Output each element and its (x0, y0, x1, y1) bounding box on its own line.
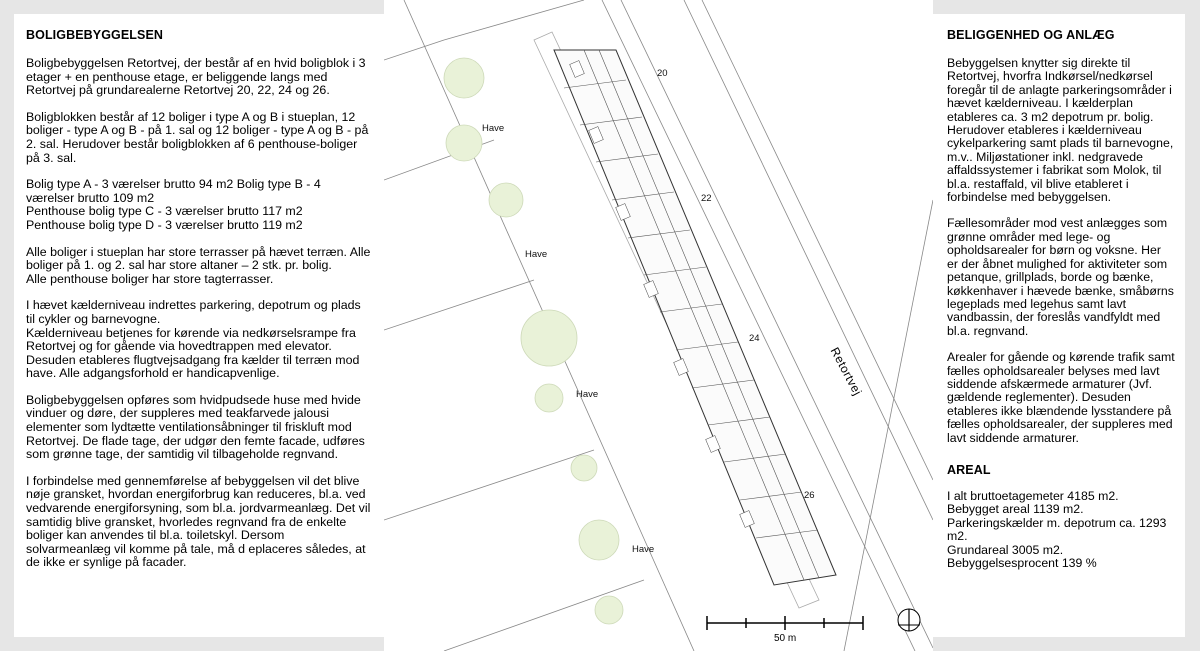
section-heading-beliggenhed: BELIGGENHED OG ANLÆG (947, 28, 1115, 42)
left-paragraph: Boligbebyggelsen opføres som hvidpudsede… (26, 392, 365, 462)
house-number-label: 22 (701, 193, 712, 204)
right-text-panel: BELIGGENHED OG ANLÆG Bebyggelsen knytter… (933, 14, 1185, 637)
building-block (553, 49, 837, 586)
left-paragraph: Alle boliger i stueplan har store terras… (26, 244, 371, 286)
trees (443, 57, 624, 625)
areal-line: Parkeringskælder m. depotrum ca. 1293 m2… (947, 515, 1167, 544)
have-label: Have (576, 389, 599, 400)
right-paragraph: Fællesområder mod vest anlægges som grøn… (947, 216, 1174, 338)
areal-line: Bebyggelsesprocent 139 % (947, 556, 1097, 570)
house-number-label: 20 (657, 68, 668, 79)
have-label: Have (482, 123, 505, 134)
areal-list: I alt bruttoetagemeter 4185 m2. Bebygget… (947, 488, 1175, 570)
areal-line: Grundareal 3005 m2. (947, 542, 1064, 557)
house-number-label: 26 (804, 490, 815, 501)
left-paragraph: Boligblokken består af 12 boliger i type… (26, 109, 369, 165)
areal-line: I alt bruttoetagemeter 4185 m2. (947, 488, 1119, 503)
road-lines (384, 0, 933, 651)
left-paragraph: Boligbebyggelsen Retortvej, der består a… (26, 56, 366, 98)
left-paragraphs: Boligbebyggelsen Retortvej, der består a… (26, 56, 372, 570)
left-paragraph: I hævet kælderniveau indrettes parkering… (26, 298, 361, 381)
have-label: Have (525, 249, 548, 260)
right-paragraph: Arealer for gående og kørende trafik sam… (947, 350, 1175, 445)
house-number-label: 24 (749, 333, 760, 344)
areal-line: Bebygget areal 1139 m2. (947, 502, 1084, 517)
section-heading-areal: AREAL (947, 462, 991, 477)
have-label: Have (632, 544, 655, 555)
site-plan-drawing (384, 0, 933, 651)
section-heading-boligbebyggelsen: BOLIGBEBYGGELSEN (26, 28, 164, 42)
right-paragraph: Bebyggelsen knytter sig direkte til Reto… (947, 56, 1174, 205)
left-paragraph: Bolig type A - 3 værelser brutto 94 m2 B… (26, 177, 321, 232)
site-plan: 20 22 24 26 Have Have Have Have Retortve… (384, 0, 933, 651)
left-paragraph: I forbindelse med gennemførelse af bebyg… (26, 473, 371, 570)
north-arrow-icon (897, 608, 921, 632)
left-text-panel: BOLIGBEBYGGELSEN Boligbebyggelsen Retort… (14, 14, 384, 637)
scale-bar-label: 50 m (774, 633, 797, 644)
scale-bar-graphic (706, 616, 864, 630)
